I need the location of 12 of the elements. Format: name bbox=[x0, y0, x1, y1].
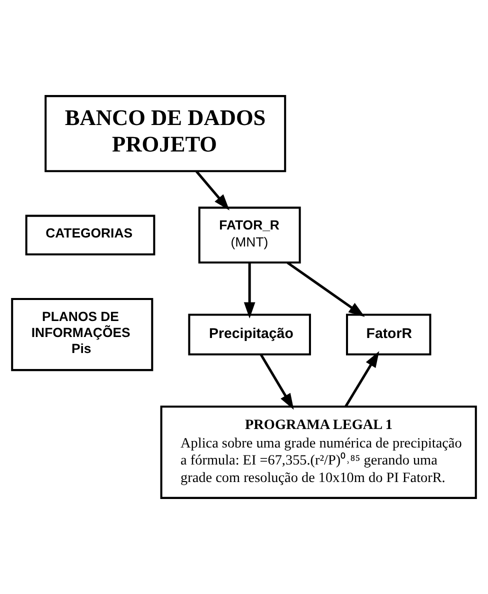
arrow bbox=[196, 170, 230, 210]
arrow bbox=[286, 262, 365, 317]
arrow bbox=[344, 351, 380, 408]
node-box: FatorR bbox=[346, 314, 432, 356]
node-box: CATEGORIAS bbox=[25, 214, 156, 256]
node-box: BANCO DE DADOS PROJETO bbox=[44, 95, 286, 172]
node-box: PROGRAMA LEGAL 1 Aplica sobre uma grade numérica de precipitação a fórmula: EI =67,355.(r²/P)⁰˒⁸⁵ gerando uma grade com resolução de 10x10m do PI FatorR. bbox=[160, 406, 477, 499]
node-box: PLANOS DE INFORMAÇÕES Pis bbox=[11, 298, 154, 372]
arrow bbox=[260, 354, 294, 410]
node-box: FATOR_R (MNT) bbox=[198, 206, 301, 264]
arrow bbox=[244, 262, 256, 318]
node-box: Precipitação bbox=[188, 314, 311, 356]
